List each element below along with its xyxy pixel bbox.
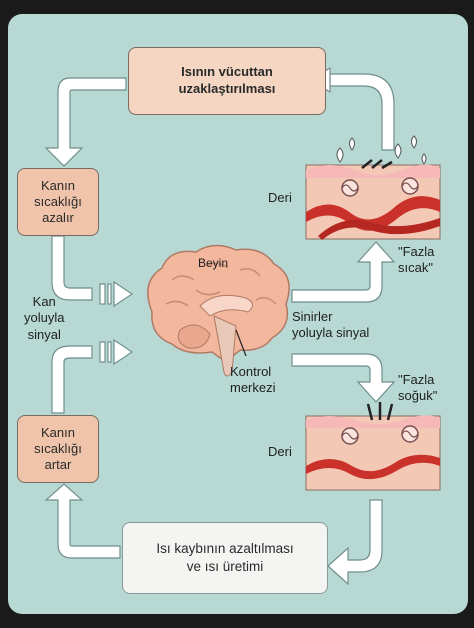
heat-conservation-line-2: ve ısı üretimi (186, 559, 264, 574)
too-cold-line-2: soğuk" (398, 388, 438, 404)
arrow-bottom-to-left (44, 483, 121, 559)
arrow-head-brain-top (113, 280, 134, 308)
arrow-skin-to-top (329, 73, 395, 151)
dash-4 (107, 341, 112, 363)
arrow-blood-down (51, 235, 93, 301)
heat-removal-line-1: Isının vücuttan (181, 64, 273, 80)
hair-follicle-icon (361, 159, 393, 170)
arrow-head-brain-bottom (113, 338, 134, 366)
control-center-line-2: merkezi (230, 380, 276, 396)
brain-illustration (147, 244, 290, 377)
nerve-signal-line-1: Sinirler (292, 309, 333, 324)
arrow-brain-to-cold (291, 353, 396, 403)
dash-3 (99, 341, 106, 363)
brain-label: Beyin (198, 256, 229, 270)
too-hot-label: "Fazla sıcak" (398, 244, 434, 277)
blood-temp-increases-line-3: artar (44, 457, 72, 473)
blood-signal-line-3: sinyal (27, 326, 61, 342)
skin-label-bottom: Deri (268, 444, 292, 459)
skin-cold-illustration (305, 402, 441, 491)
hair-follicle-icon (366, 402, 394, 421)
too-hot-line-2: sıcak" (398, 260, 433, 276)
arrow-cold-to-bottom (327, 499, 383, 586)
blood-signal-line-2: yoluyla (24, 310, 65, 326)
blood-temp-increases-line-2: sıcaklığı (34, 440, 82, 456)
nerve-signal-line-2: yoluyla sinyal (292, 325, 370, 341)
arrow-top-to-left (44, 77, 127, 167)
blood-temp-increases-line-1: Kanın (41, 424, 75, 440)
blood-signal-label: Kan yoluyla sinyal (24, 294, 64, 343)
skin-label-top: Deri (268, 190, 292, 205)
control-center-label: Kontrol merkezi (230, 364, 276, 397)
blood-temp-decreases-line-1: Kanın (41, 177, 75, 193)
blood-temp-decreases-line-3: azalır (42, 210, 74, 226)
too-cold-line-1: "Fazla (398, 372, 435, 387)
blood-signal-line-1: Kan (32, 294, 56, 309)
arrow-brain-to-hot (291, 241, 396, 303)
heat-removal-line-2: uzaklaştırılması (178, 81, 276, 96)
blood-temp-increases-box: Kanın sıcaklığı artar (17, 415, 99, 483)
nerve-signal-label: Sinirler yoluyla sinyal (292, 309, 369, 342)
dash-2 (107, 283, 112, 305)
skin-hot-illustration (305, 135, 441, 240)
too-hot-line-1: "Fazla (398, 244, 435, 259)
arrow-blood-up (51, 345, 93, 414)
heat-conservation-box: Isı kaybının azaltılması ve ısı üretimi (122, 522, 328, 594)
heat-removal-box: Isının vücuttan uzaklaştırılması (128, 47, 326, 115)
dash-1 (99, 283, 106, 305)
heat-conservation-line-1: Isı kaybının azaltılması (156, 541, 294, 557)
control-center-line-1: Kontrol (230, 364, 272, 379)
sweat-drop-icon (336, 135, 427, 165)
blood-temp-decreases-line-2: sıcaklığı (34, 193, 82, 209)
too-cold-label: "Fazla soğuk" (398, 372, 437, 405)
blood-temp-decreases-box: Kanın sıcaklığı azalır (17, 168, 99, 236)
